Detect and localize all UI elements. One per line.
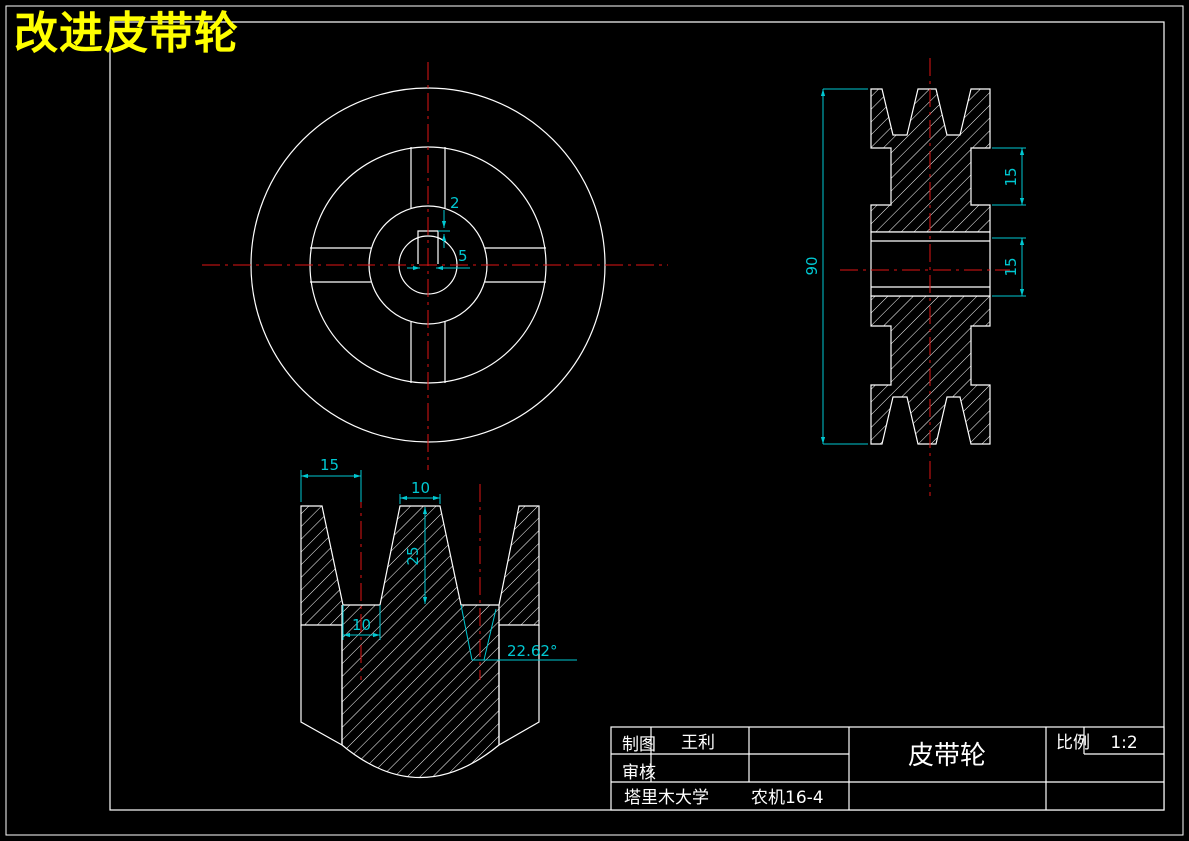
detail-view [300, 470, 577, 779]
sheet-title: 改进皮带轮 [14, 8, 239, 59]
title-block [610, 726, 1165, 811]
dim-groove-top: 15 [1002, 167, 1020, 186]
side-view [820, 58, 1026, 496]
dim-keyway-depth: 2 [450, 194, 460, 212]
sheet-borders [5, 5, 1184, 836]
front-view [202, 62, 668, 470]
tb-part-name: 皮带轮 [908, 741, 986, 771]
dim-detail-top-width: 10 [411, 479, 430, 497]
tb-checked-label: 审核 [622, 763, 656, 783]
dim-detail-angle: 22.62° [507, 642, 557, 660]
dim-bore: 5 [458, 247, 468, 265]
dim-side-height: 90 [803, 256, 821, 275]
dim-detail-depth: 25 [404, 546, 422, 565]
dim-detail-bottom-width: 10 [352, 616, 371, 634]
tb-class-code: 农机16-4 [751, 788, 824, 808]
tb-made-label: 制图 [622, 735, 656, 755]
tb-drafter: 王利 [681, 733, 715, 753]
dim-detail-pitch: 15 [320, 456, 339, 474]
tb-scale-label: 比例 [1056, 733, 1090, 753]
tb-scale-value: 1:2 [1110, 733, 1137, 753]
dim-groove-bottom: 15 [1002, 257, 1020, 276]
tb-school: 塔里木大学 [624, 788, 709, 808]
